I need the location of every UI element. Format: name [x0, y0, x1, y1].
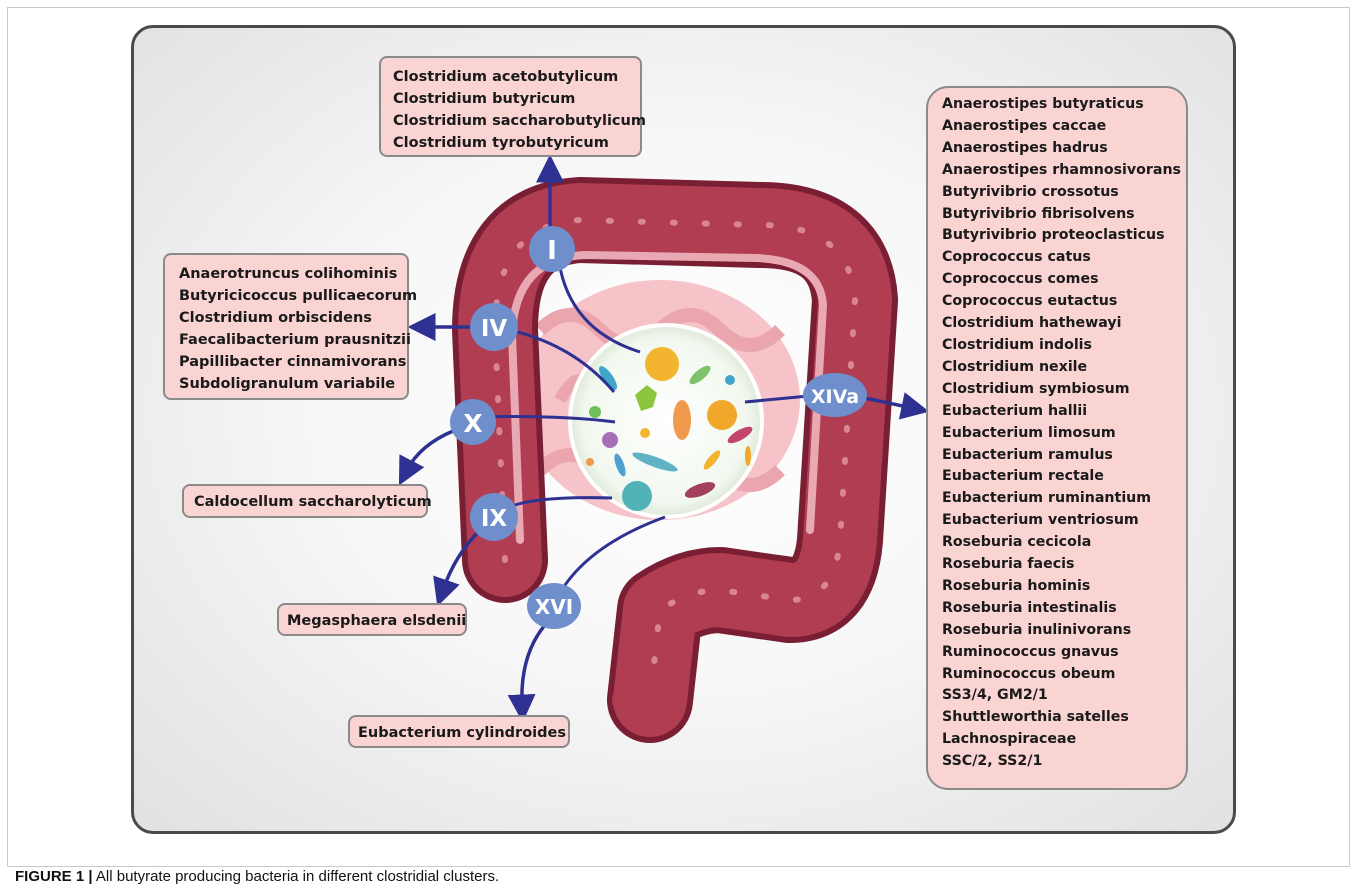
cluster-node-XVI: XVI: [527, 583, 581, 629]
species-label: Anaerostipes butyraticus: [942, 94, 1172, 116]
species-label: Roseburia inulinivorans: [942, 620, 1172, 642]
species-label: Roseburia faecis: [942, 554, 1172, 576]
svg-text:XIVa: XIVa: [811, 386, 859, 408]
species-label: Butyrivibrio proteoclasticus: [942, 225, 1172, 247]
caption-text: All butyrate producing bacteria in diffe…: [93, 868, 500, 885]
species-label: SS3/4, GM2/1: [942, 685, 1172, 707]
species-label: Megasphaera elsdenii: [287, 612, 457, 631]
species-label: Butyrivibrio crossotus: [942, 182, 1172, 204]
cluster-node-IX: IX: [470, 493, 518, 541]
species-label: Clostridium nexile: [942, 357, 1172, 379]
species-label: Roseburia intestinalis: [942, 598, 1172, 620]
species-label: Roseburia hominis: [942, 576, 1172, 598]
species-label: Eubacterium cylindroides: [358, 724, 560, 743]
species-label: Butyricicoccus pullicaecorum: [179, 285, 393, 307]
species-label: Eubacterium rectale: [942, 466, 1172, 488]
cluster-XIVa-species-box: Anaerostipes butyraticus Anaerostipes ca…: [926, 86, 1188, 790]
species-label: Subdoligranulum variabile: [179, 373, 393, 395]
species-label: Clostridium indolis: [942, 335, 1172, 357]
species-label: Coprococcus comes: [942, 269, 1172, 291]
species-label: Roseburia cecicola: [942, 532, 1172, 554]
species-label: Clostridium tyrobutyricum: [393, 132, 628, 154]
cluster-node-X: X: [450, 399, 496, 445]
species-label: SSC/2, SS2/1: [942, 751, 1172, 773]
species-label: Clostridium butyricum: [393, 88, 628, 110]
species-label: Shuttleworthia satelles: [942, 707, 1172, 729]
cluster-node-XIVa: XIVa: [803, 373, 867, 417]
svg-text:I: I: [547, 236, 557, 266]
species-label: Papillibacter cinnamivorans: [179, 351, 393, 373]
species-label: Anaerostipes hadrus: [942, 138, 1172, 160]
cluster-I-species-box: Clostridium acetobutylicum Clostridium b…: [379, 56, 642, 157]
species-label: Lachnospiraceae: [942, 729, 1172, 751]
species-label: Anaerostipes caccae: [942, 116, 1172, 138]
species-label: Eubacterium ventriosum: [942, 510, 1172, 532]
species-label: Ruminococcus gnavus: [942, 642, 1172, 664]
cluster-node-IV: IV: [470, 303, 518, 351]
species-label: Clostridium hathewayi: [942, 313, 1172, 335]
svg-text:X: X: [463, 409, 482, 438]
species-label: Faecalibacterium prausnitzii: [179, 329, 393, 351]
cluster-node-I: I: [529, 226, 575, 272]
svg-text:IX: IX: [481, 506, 508, 532]
species-label: Coprococcus catus: [942, 247, 1172, 269]
species-label: Eubacterium hallii: [942, 401, 1172, 423]
species-label: Clostridium orbiscidens: [179, 307, 393, 329]
species-label: Ruminococcus obeum: [942, 664, 1172, 686]
species-label: Eubacterium ruminantium: [942, 488, 1172, 510]
species-label: Butyrivibrio fibrisolvens: [942, 204, 1172, 226]
species-label: Clostridium saccharobutylicum: [393, 110, 628, 132]
svg-text:IV: IV: [481, 316, 508, 342]
cluster-IX-species-box: Megasphaera elsdenii: [277, 603, 467, 636]
species-label: Caldocellum saccharolyticum: [194, 493, 416, 512]
svg-text:XVI: XVI: [535, 595, 573, 619]
species-label: Eubacterium ramulus: [942, 445, 1172, 467]
species-label: Anaerotruncus colihominis: [179, 263, 393, 285]
cluster-IV-species-box: Anaerotruncus colihominis Butyricicoccus…: [163, 253, 409, 400]
figure-caption: FIGURE 1 | All butyrate producing bacter…: [15, 868, 499, 885]
species-label: Clostridium symbiosum: [942, 379, 1172, 401]
caption-label: FIGURE 1 |: [15, 868, 93, 885]
species-label: Coprococcus eutactus: [942, 291, 1172, 313]
species-label: Clostridium acetobutylicum: [393, 66, 628, 88]
cluster-XVI-species-box: Eubacterium cylindroides: [348, 715, 570, 748]
species-label: Anaerostipes rhamnosivorans: [942, 160, 1172, 182]
species-label: Eubacterium limosum: [942, 423, 1172, 445]
cluster-X-species-box: Caldocellum saccharolyticum: [182, 484, 428, 518]
